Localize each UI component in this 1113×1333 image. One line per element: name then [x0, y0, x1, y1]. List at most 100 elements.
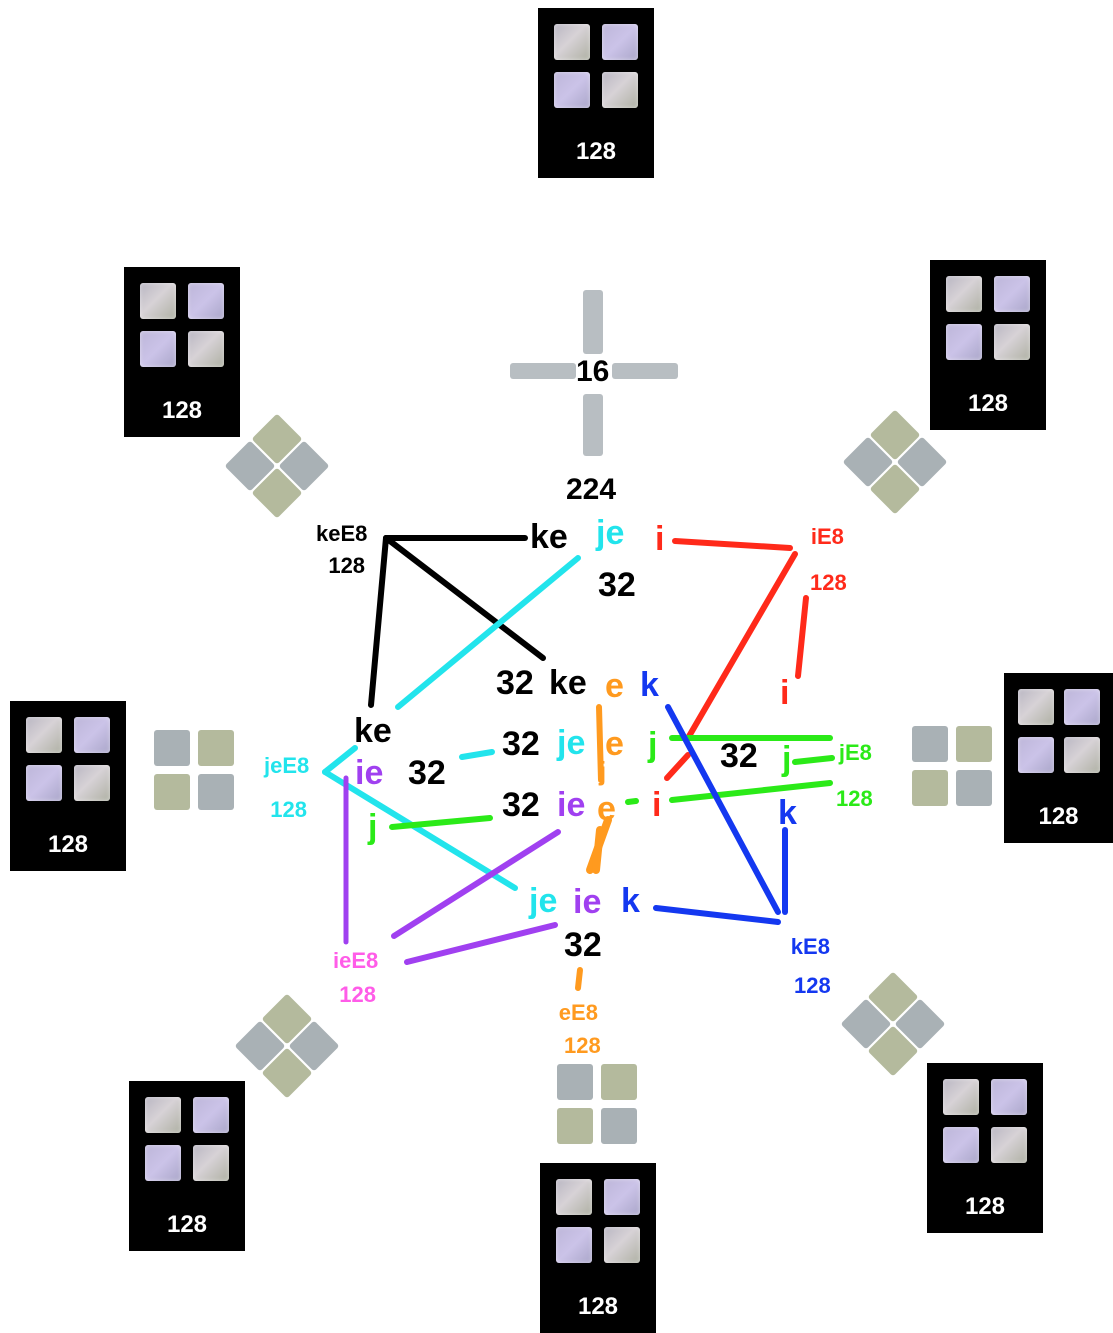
cluster-right-tile: [956, 726, 992, 762]
node-right-i: i: [780, 674, 790, 712]
cluster-lower-left-tile: [235, 1021, 285, 1071]
cluster-lower-right-tile: [868, 972, 918, 1022]
node-mid-j: j: [599, 756, 607, 786]
cluster-lower-right-tile: [868, 1026, 918, 1076]
node-top-ke: ke: [530, 518, 568, 556]
line-purple: [391, 829, 561, 939]
cluster-left-tile: [198, 774, 234, 810]
cluster-bottom-tile: [557, 1064, 593, 1100]
node-r1-32: 32: [496, 664, 534, 702]
cluster-left-tile: [198, 730, 234, 766]
node-right-32: 32: [720, 737, 758, 775]
node-r1-ke: ke: [549, 664, 587, 702]
cross-arm-right: [612, 363, 678, 379]
cluster-right-tile: [956, 770, 992, 806]
cluster-upper-right-tile: [897, 437, 947, 487]
cluster-lower-right-tile: [895, 999, 945, 1049]
line-black: [368, 535, 389, 708]
cluster-bottom-tile: [601, 1108, 637, 1144]
total-label: 224: [566, 473, 617, 506]
line-cyan: [322, 745, 358, 775]
line-cyan: [322, 769, 518, 891]
node-top-je: je: [596, 514, 625, 552]
line-red: [672, 538, 793, 551]
block-label: 128: [161, 397, 203, 424]
line-green: [792, 755, 835, 765]
line-orange: [596, 704, 604, 783]
node-r3-32: 32: [502, 786, 540, 824]
cross-arm-top: [583, 290, 603, 354]
node-r3-ie: ie: [557, 786, 586, 824]
node-left-j: j: [368, 808, 378, 846]
node-bot-32: 32: [564, 926, 602, 964]
line-red: [795, 595, 809, 679]
node-bot-ie: ie: [573, 883, 602, 921]
cluster-upper-left-tile: [279, 441, 329, 491]
line-green: [625, 798, 639, 805]
node-left-ie: ie: [355, 754, 384, 792]
line-cyan: [395, 555, 581, 710]
line-orange: [592, 826, 604, 874]
block-top: 128: [538, 8, 654, 178]
block-label: 128: [166, 1211, 208, 1238]
node-top-32: 32: [598, 566, 636, 604]
node-right-j: j: [782, 740, 792, 778]
line-orange: [575, 967, 583, 991]
cluster-upper-left-tile: [252, 468, 302, 518]
line-red: [664, 752, 691, 781]
cross-arm-left: [510, 363, 576, 379]
cluster-bottom-tile: [557, 1108, 593, 1144]
cluster-lower-left-tile: [262, 994, 312, 1044]
node-right-k: k: [778, 794, 797, 832]
cluster-lower-right-tile: [841, 999, 891, 1049]
block-label: 128: [575, 138, 617, 165]
cluster-right-tile: [912, 726, 948, 762]
cluster-bottom-tile: [601, 1064, 637, 1100]
node-r3-e: e: [597, 790, 616, 828]
cluster-upper-left-tile: [225, 441, 275, 491]
node-r2-e: e: [605, 725, 624, 763]
cluster-left-tile: [154, 774, 190, 810]
cluster-left-tile: [154, 730, 190, 766]
cluster-lower-left-tile: [289, 1021, 339, 1071]
block-label: 128: [47, 831, 89, 858]
line-green: [669, 780, 833, 803]
block-upper-left: 128: [124, 267, 240, 437]
node-r1-k: k: [640, 666, 659, 704]
block-upper-right: 128: [930, 260, 1046, 430]
line-black: [383, 535, 546, 661]
line-red: [685, 551, 798, 741]
block-left: 128: [10, 701, 126, 871]
node-r2-32: 32: [502, 725, 540, 763]
node-r2-je: je: [557, 724, 586, 762]
line-blue: [653, 905, 781, 925]
block-label: 128: [1038, 803, 1079, 830]
node-bot-je: je: [529, 882, 558, 920]
line-purple: [404, 922, 558, 965]
node-r3-i: i: [652, 786, 662, 824]
node-r1-e: e: [605, 667, 624, 705]
node-bot-k: k: [621, 882, 640, 920]
node-top-i: i: [655, 520, 665, 558]
block-label: 128: [577, 1293, 619, 1320]
line-green: [389, 815, 493, 830]
cross-label: 16: [576, 355, 610, 388]
node-left-ke: ke: [354, 712, 392, 750]
block-lower-left: 128: [129, 1081, 245, 1251]
line-cyan: [459, 749, 495, 760]
block-label: 128: [967, 390, 1009, 417]
cluster-upper-left-tile: [252, 414, 302, 464]
cross-arm-bottom: [583, 394, 603, 456]
cluster-upper-right-tile: [870, 410, 920, 460]
block-lower-right: 128: [927, 1063, 1043, 1233]
block-right: 128: [1004, 673, 1113, 843]
cluster-right-tile: [912, 770, 948, 806]
